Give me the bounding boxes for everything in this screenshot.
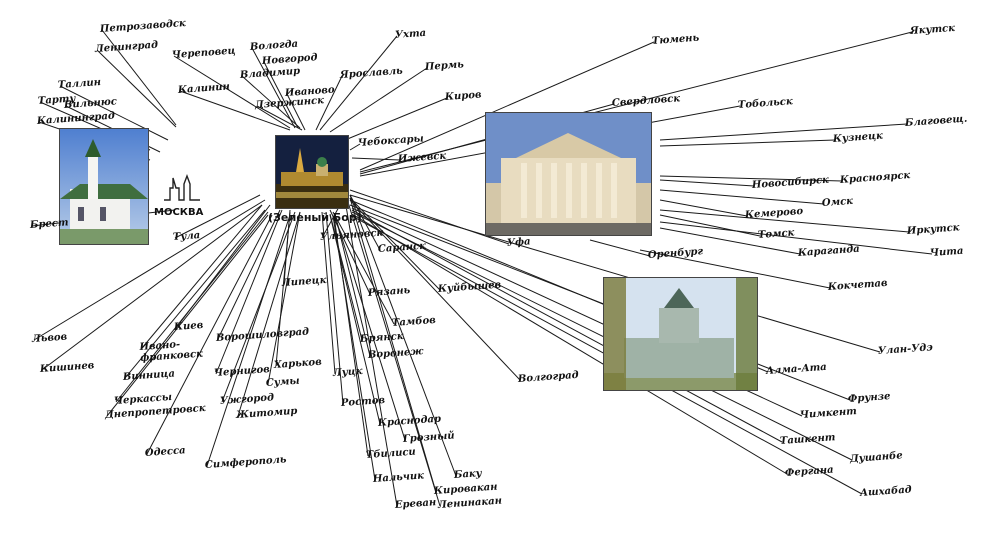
connection-line bbox=[349, 194, 381, 251]
city-label: Омск bbox=[821, 195, 854, 209]
city-label: Тула bbox=[172, 230, 201, 243]
city-label: Киев bbox=[173, 319, 204, 333]
church-photo bbox=[603, 277, 758, 391]
connection-line bbox=[639, 249, 831, 289]
connection-line bbox=[659, 209, 910, 233]
connection-line bbox=[349, 197, 437, 493]
connection-line bbox=[659, 221, 933, 255]
connection-line bbox=[179, 90, 291, 131]
connection-line bbox=[349, 189, 510, 245]
city-label: Ивано- франковск bbox=[139, 339, 204, 364]
connection-line bbox=[174, 194, 261, 239]
connection-line bbox=[349, 194, 881, 353]
connection-line bbox=[267, 211, 301, 385]
connection-line bbox=[659, 199, 748, 217]
connection-line bbox=[659, 139, 836, 147]
connection-line bbox=[351, 157, 401, 161]
connection-line bbox=[344, 199, 398, 507]
connection-line bbox=[659, 189, 825, 205]
hub-label: (Зеленый Бор) bbox=[268, 211, 362, 224]
connection-line bbox=[349, 194, 457, 477]
connection-line bbox=[115, 211, 269, 403]
connection-line bbox=[217, 209, 281, 340]
connection-line bbox=[349, 204, 851, 401]
connection-line bbox=[659, 123, 908, 141]
connection-line bbox=[329, 209, 371, 295]
connection-line bbox=[329, 213, 363, 341]
connection-line bbox=[146, 214, 273, 455]
connection-line bbox=[589, 239, 651, 257]
connection-line bbox=[349, 197, 441, 291]
connection-line bbox=[206, 214, 291, 467]
connection-line bbox=[96, 49, 177, 128]
kremlin-photo bbox=[275, 135, 349, 209]
connection-line bbox=[124, 209, 266, 379]
connection-line bbox=[344, 97, 448, 141]
connection-line bbox=[221, 211, 296, 403]
connection-line bbox=[347, 201, 441, 507]
theater-photo bbox=[485, 112, 652, 236]
connection-line bbox=[351, 213, 788, 475]
connection-line bbox=[349, 143, 361, 151]
connection-line bbox=[106, 214, 269, 417]
connection-line bbox=[256, 105, 303, 131]
connection-line bbox=[173, 55, 291, 129]
connection-line bbox=[659, 227, 801, 255]
connection-line bbox=[286, 93, 306, 131]
connection-line bbox=[659, 179, 755, 187]
connection-line bbox=[351, 211, 853, 461]
city-label: Баку bbox=[453, 468, 483, 481]
connection-line bbox=[319, 35, 398, 131]
connection-line bbox=[315, 75, 343, 131]
connection-line bbox=[659, 214, 761, 237]
connection-line bbox=[332, 211, 395, 325]
city-label: Уфа bbox=[506, 236, 531, 249]
connection-line bbox=[334, 213, 371, 357]
connection-line bbox=[59, 85, 169, 141]
connection-line bbox=[321, 211, 336, 375]
connection-line bbox=[241, 75, 301, 129]
connection-line bbox=[41, 204, 263, 371]
connection-line bbox=[325, 211, 344, 405]
connection-line bbox=[359, 41, 655, 171]
moscow-kremlin-icon bbox=[164, 174, 200, 201]
connection-line bbox=[101, 29, 177, 126]
city-label: Ухта bbox=[394, 27, 427, 41]
connection-line bbox=[321, 204, 341, 239]
city-label: Луцк bbox=[332, 365, 363, 379]
connection-line bbox=[334, 215, 406, 441]
connection-line bbox=[351, 209, 783, 443]
connection-line bbox=[215, 209, 283, 375]
mosque-photo bbox=[59, 128, 149, 245]
connection-line bbox=[237, 211, 301, 417]
connection-line bbox=[141, 204, 263, 349]
connection-line bbox=[251, 47, 296, 129]
connection-line bbox=[332, 215, 376, 481]
city-label: Чита bbox=[929, 245, 964, 259]
connection-line bbox=[33, 199, 266, 341]
connection-line bbox=[329, 67, 428, 133]
connection-line bbox=[659, 175, 843, 182]
city-label: Сумы bbox=[265, 375, 300, 389]
connection-line bbox=[263, 61, 299, 129]
connection-line bbox=[275, 211, 291, 367]
moscow-label: МОСКВА bbox=[154, 207, 204, 218]
